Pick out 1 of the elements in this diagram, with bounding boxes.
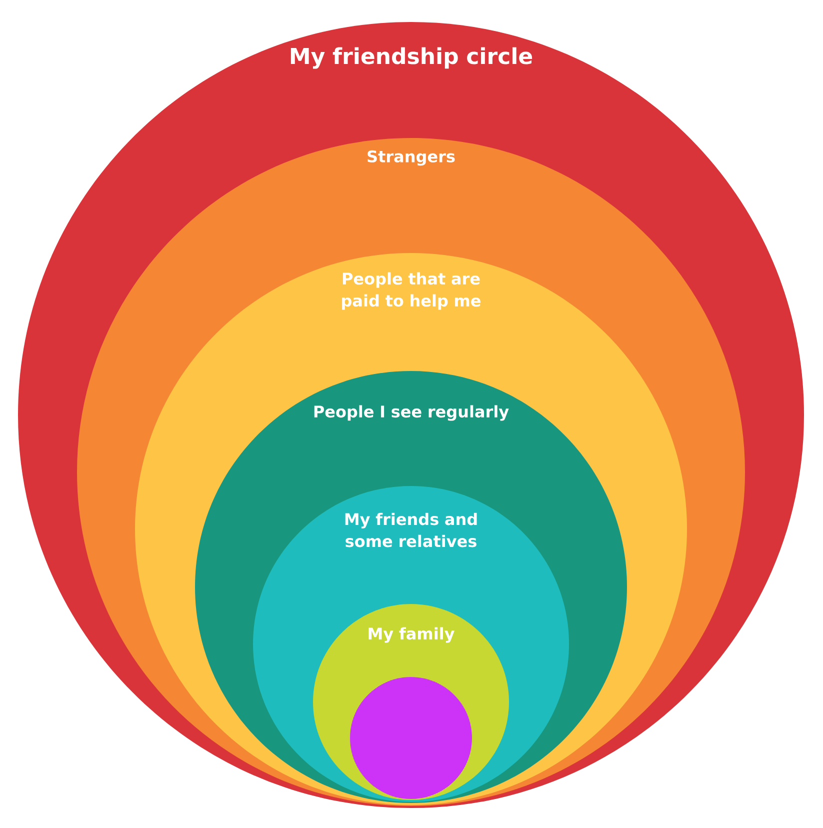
circle-band: [350, 677, 472, 799]
